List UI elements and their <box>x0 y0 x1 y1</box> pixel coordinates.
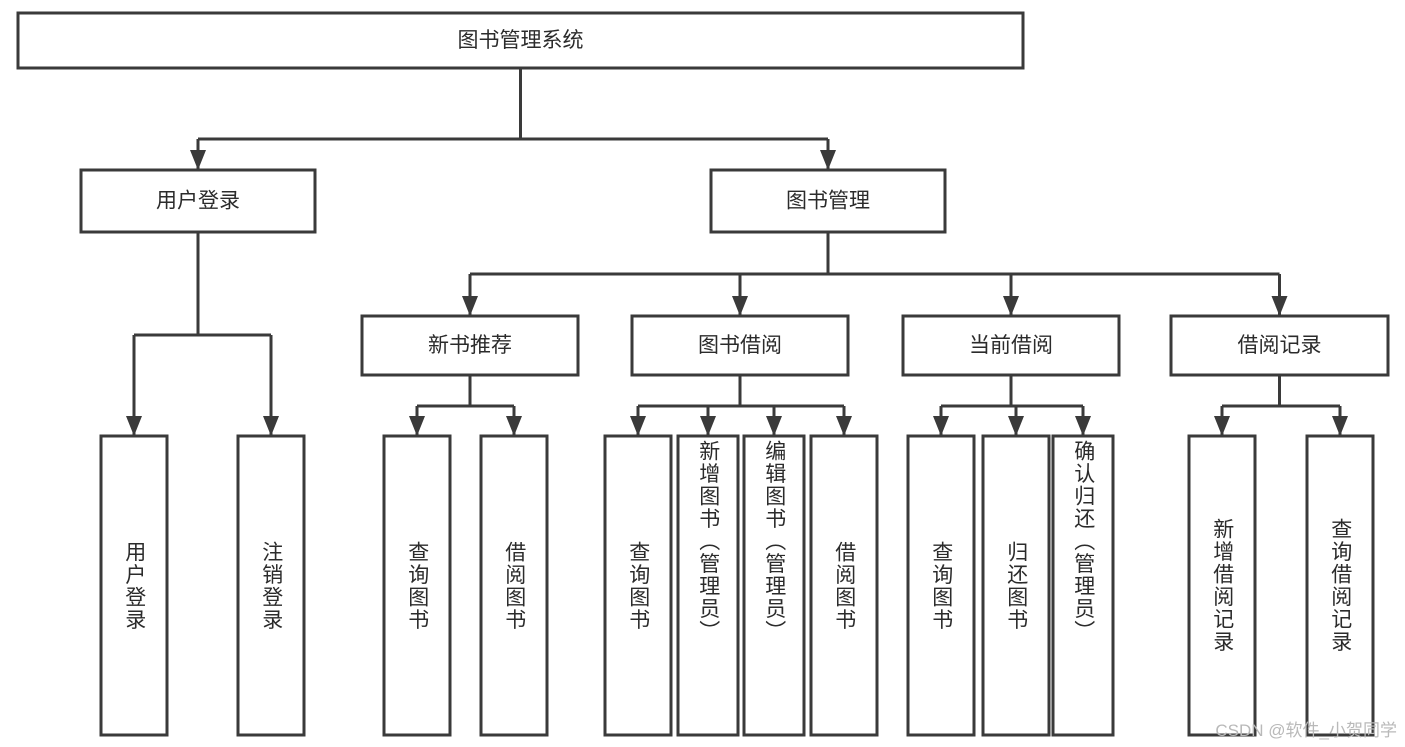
node-level2-0[interactable] <box>79 168 317 234</box>
connector-layer <box>126 68 1348 436</box>
node-leaf-9[interactable] <box>981 434 1051 737</box>
arrow-head-icon <box>409 416 425 436</box>
arrow-head-icon <box>630 416 646 436</box>
arrow-head-icon <box>1008 416 1024 436</box>
arrow-head-icon <box>836 416 852 436</box>
node-leaf-1[interactable] <box>236 434 306 737</box>
node-level2-label-1: 图书管理 <box>786 190 870 213</box>
node-leaf-6[interactable] <box>742 434 806 737</box>
node-leaf-0[interactable] <box>99 434 169 737</box>
node-level3-label-0: 新书推荐 <box>428 334 512 357</box>
arrow-head-icon <box>700 416 716 436</box>
node-level3-2[interactable] <box>901 314 1121 377</box>
node-level3-label-3: 借阅记录 <box>1238 334 1322 357</box>
node-level2-label-0: 用户登录 <box>156 190 240 213</box>
arrow-head-icon <box>732 296 748 316</box>
node-level3-label-2: 当前借阅 <box>969 334 1053 357</box>
node-leaf-4[interactable] <box>603 434 673 737</box>
node-box-layer <box>16 11 1390 737</box>
arrow-head-icon <box>263 416 279 436</box>
arrow-head-icon <box>1332 416 1348 436</box>
node-leaf-8[interactable] <box>906 434 976 737</box>
node-leaf-2[interactable] <box>382 434 452 737</box>
arrow-head-icon <box>126 416 142 436</box>
node-level3-0[interactable] <box>360 314 580 377</box>
node-level2-1[interactable] <box>709 168 947 234</box>
arrow-head-icon <box>1214 416 1230 436</box>
csdn-watermark: CSDN @软件_小贺同学 <box>1215 721 1397 740</box>
arrow-head-icon <box>506 416 522 436</box>
node-leaf-10[interactable] <box>1051 434 1115 737</box>
node-level3-label-1: 图书借阅 <box>698 334 782 357</box>
arrow-head-icon <box>933 416 949 436</box>
node-leaf-3[interactable] <box>479 434 549 737</box>
node-leaf-7[interactable] <box>809 434 879 737</box>
arrow-head-icon <box>190 150 206 170</box>
node-leaf-12[interactable] <box>1305 434 1375 737</box>
node-root-label: 图书管理系统 <box>458 29 584 52</box>
node-level3-3[interactable] <box>1169 314 1390 377</box>
node-leaf-5[interactable] <box>676 434 740 737</box>
arrow-head-icon <box>462 296 478 316</box>
node-leaf-11[interactable] <box>1187 434 1257 737</box>
node-level3-1[interactable] <box>630 314 850 377</box>
arrow-head-icon <box>1075 416 1091 436</box>
arrow-head-icon <box>766 416 782 436</box>
arrow-head-icon <box>1003 296 1019 316</box>
arrow-head-icon <box>820 150 836 170</box>
arrow-head-icon <box>1271 296 1288 316</box>
node-root[interactable] <box>16 11 1025 70</box>
